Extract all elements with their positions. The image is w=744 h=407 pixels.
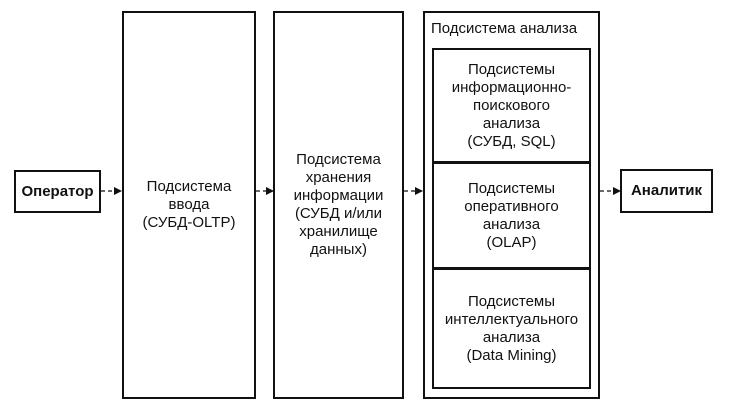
olap-subsystem-box: Подсистемы оперативного анализа (OLAP) <box>432 162 591 269</box>
operator-box: Оператор <box>14 170 101 213</box>
data-mining-subsystem-box: Подсистемы интеллектуального анализа (Da… <box>432 268 591 389</box>
operator-label: Оператор <box>21 182 94 200</box>
info-retrieval-subsystem-box: Подсистемы информационно- поискового ана… <box>432 48 591 163</box>
storage-subsystem-box: Подсистема хранения информации (СУБД и/и… <box>273 11 404 399</box>
analysis-subsystem-title: Подсистема анализа <box>431 20 578 37</box>
analyst-label: Аналитик <box>630 182 703 199</box>
info-retrieval-subsystem-label: Подсистемы информационно- поискового ана… <box>451 60 572 150</box>
analyst-box: Аналитик <box>620 169 713 213</box>
storage-subsystem-label: Подсистема хранения информации (СУБД и/и… <box>293 151 384 258</box>
input-subsystem-box: Подсистема ввода (СУБД-OLTP) <box>122 11 256 399</box>
data-mining-subsystem-label: Подсистемы интеллектуального анализа (Da… <box>444 292 579 364</box>
input-subsystem-label: Подсистема ввода (СУБД-OLTP) <box>142 178 236 231</box>
olap-subsystem-label: Подсистемы оперативного анализа (OLAP) <box>464 179 559 251</box>
